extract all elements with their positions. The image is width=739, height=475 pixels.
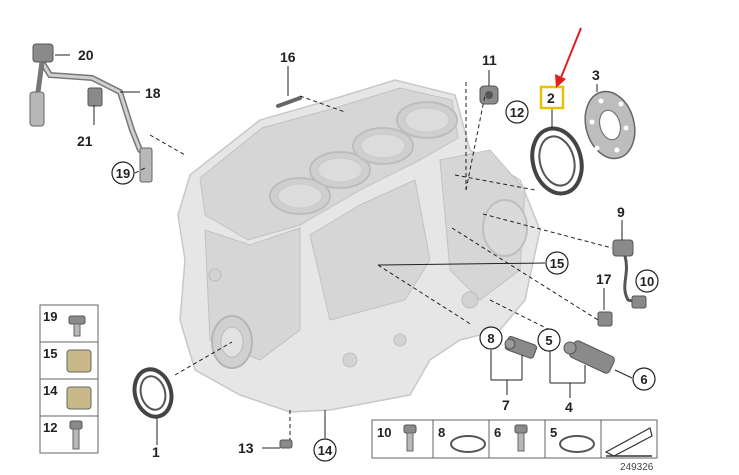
highlight-box — [539, 85, 565, 110]
callout-6-circle: 6 — [632, 367, 656, 391]
svg-text:2: 2 — [547, 90, 555, 106]
clip-part-17 — [597, 311, 613, 327]
bolt-part-13 — [279, 439, 293, 449]
callout-18: 18 — [145, 85, 161, 101]
svg-text:6: 6 — [640, 372, 647, 387]
fitting-part-19 — [139, 147, 153, 183]
diagram-arrow-icon — [604, 427, 653, 457]
legend-bottom-label-2: 6 — [494, 425, 501, 440]
shaft-seal-part-2 — [530, 126, 584, 196]
callout-17: 17 — [596, 271, 612, 287]
callout-9: 9 — [617, 204, 625, 220]
banjo-fitting-part — [29, 91, 45, 127]
callout-5-circle: 5 — [537, 328, 561, 352]
callout-21: 21 — [77, 133, 93, 149]
callout-10-circle: 10 — [635, 269, 659, 293]
callout-4: 4 — [565, 399, 573, 415]
callout-3: 3 — [592, 67, 600, 83]
callout-20: 20 — [78, 47, 94, 63]
leader-lines — [55, 54, 633, 449]
legend-left: 19 15 14 12 — [39, 304, 99, 454]
callout-13: 13 — [238, 440, 254, 456]
svg-text:10: 10 — [640, 274, 654, 289]
callout-14-circle: 14 — [313, 438, 337, 462]
legend-bottom-label-1: 8 — [438, 425, 445, 440]
legend-left-label-1: 15 — [43, 346, 57, 361]
callout-19-circle: 19 — [111, 161, 135, 185]
svg-text:19: 19 — [116, 166, 130, 181]
callout-15-circle: 15 — [545, 251, 569, 275]
svg-text:12: 12 — [510, 105, 524, 120]
legend-bottom: 10 8 6 5 — [371, 419, 658, 459]
callout-12-circle: 12 — [505, 100, 529, 124]
svg-text:15: 15 — [550, 256, 564, 271]
red-arrow-indicator — [555, 27, 582, 88]
callout-2-highlighted: 2 — [539, 85, 565, 110]
legend-bottom-label-3: 5 — [550, 425, 557, 440]
bracket-part-21 — [87, 87, 103, 107]
callout-7: 7 — [502, 397, 510, 413]
stud-part-16 — [276, 96, 302, 108]
callout-11: 11 — [482, 52, 497, 68]
callout-16: 16 — [280, 49, 296, 65]
legend-left-label-0: 19 — [43, 309, 57, 324]
diagram-id: 249326 — [620, 462, 654, 473]
legend-bottom-cell-0 — [371, 419, 434, 459]
legend-left-label-2: 14 — [43, 383, 58, 398]
legend-bottom-label-0: 10 — [377, 425, 391, 440]
callout-1: 1 — [152, 444, 160, 460]
engine-block — [177, 79, 541, 413]
sensor-part-9 — [612, 239, 647, 309]
sensor-part-8 — [504, 335, 538, 359]
legend-left-cell-3 — [39, 415, 99, 454]
svg-text:5: 5 — [545, 333, 552, 348]
svg-text:8: 8 — [487, 331, 494, 346]
seal-part-1 — [132, 367, 174, 419]
sensor-part-5 — [563, 340, 615, 374]
oil-line-assembly — [29, 43, 153, 183]
tone-wheel-part-3 — [584, 90, 636, 160]
legend-left-label-3: 12 — [43, 420, 57, 435]
sensor-part-11 — [479, 85, 499, 105]
svg-text:14: 14 — [318, 443, 333, 458]
callout-labels: 20 18 21 16 11 3 9 17 7 4 1 13 12 19 15 … — [77, 47, 659, 462]
cap-part-20 — [32, 43, 54, 63]
callout-8-circle: 8 — [479, 326, 503, 350]
